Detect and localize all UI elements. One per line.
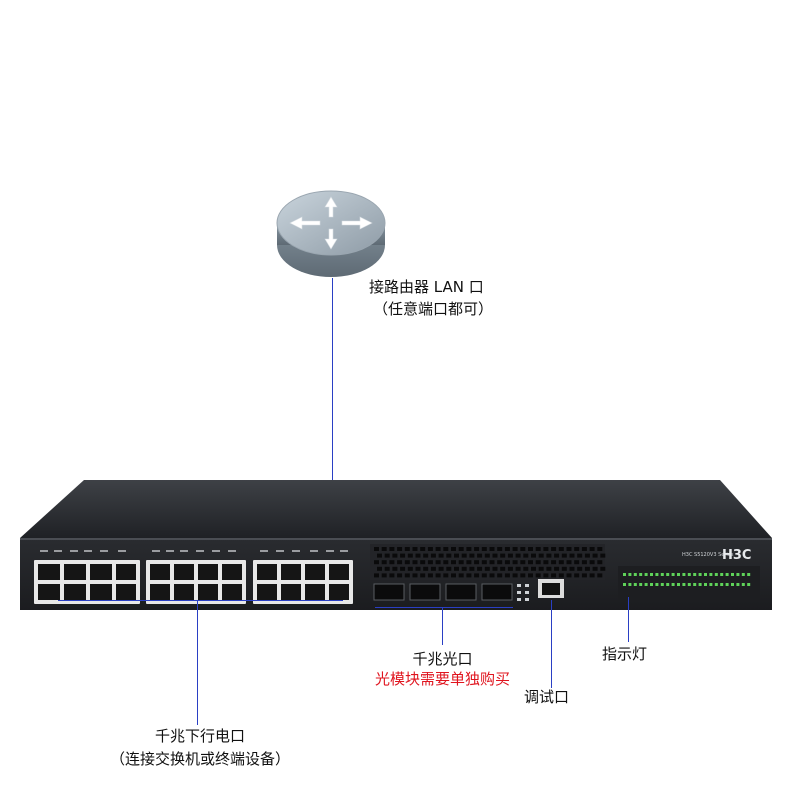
indicator-leader-line [628,597,629,642]
copper-leader-line [197,600,198,725]
copper-label: 千兆下行电口 [154,727,245,745]
console-leader-line [551,600,552,688]
router-label: 接路由器 LAN 口 [369,278,484,296]
fiber-warning: 光模块需要单独购买 [374,670,510,688]
switch-chassis: H3C S5120V3 Series H3C [20,480,772,610]
router-icon [276,190,386,277]
fiber-bracket-line [375,607,513,608]
console-label: 调试口 [524,688,570,706]
indicator-label: 指示灯 [602,645,648,663]
router-leader-line [332,278,333,563]
copper-bracket-line [58,600,343,601]
model-text: H3C S5120V3 Series [682,552,734,558]
brand-logo: H3C [722,548,751,563]
fiber-label: 千兆光口 [412,650,473,668]
router-sublabel: （任意端口都可） [373,300,494,318]
copper-sublabel: （连接交换机或终端设备） [109,750,290,768]
fiber-leader-line [442,607,443,645]
